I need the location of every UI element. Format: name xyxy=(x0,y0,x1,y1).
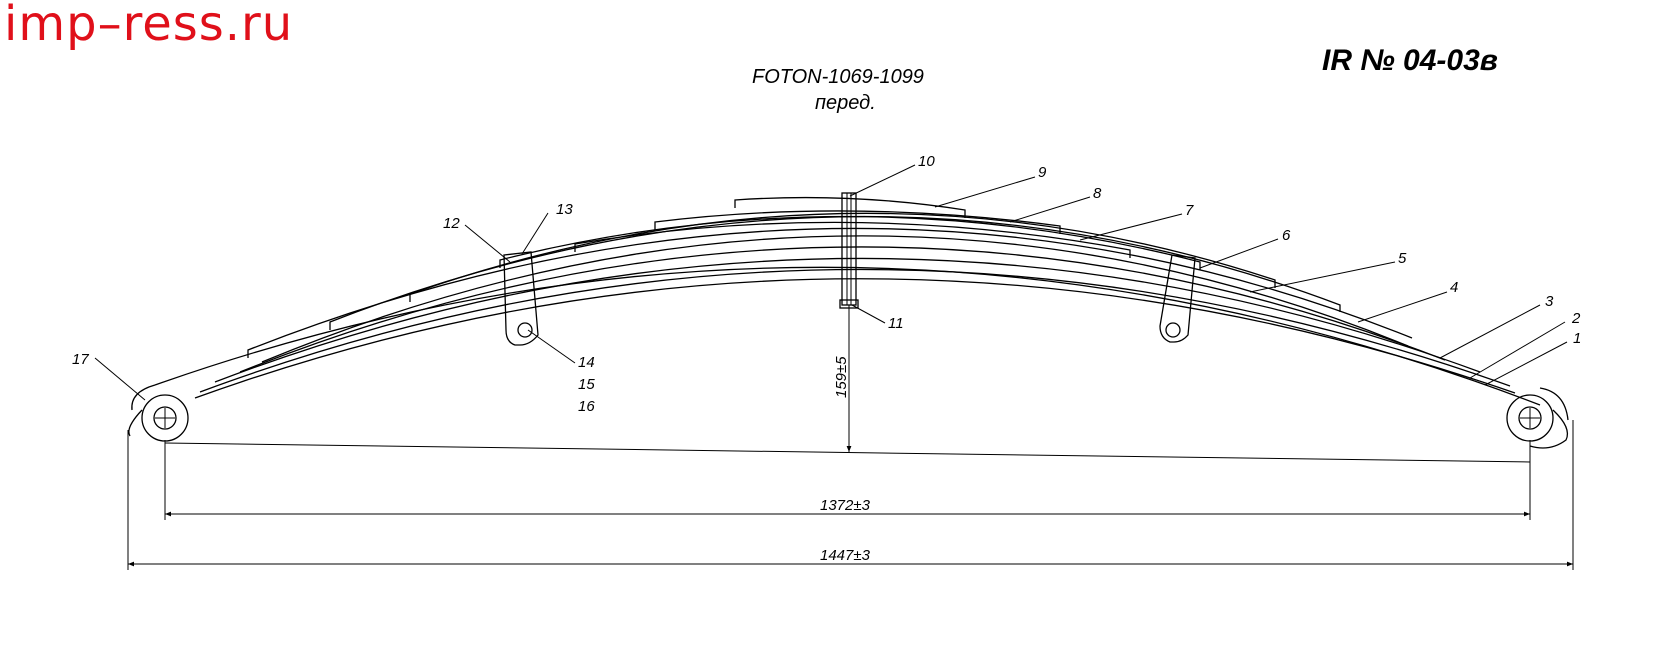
callout-2: 2 xyxy=(1571,310,1581,327)
callout-15: 15 xyxy=(578,376,595,393)
leaf-8 xyxy=(409,212,1276,302)
leader-lines xyxy=(94,164,1568,401)
callout-8: 8 xyxy=(1093,185,1102,202)
callout-5: 5 xyxy=(1398,250,1407,267)
right-eye xyxy=(1506,387,1569,449)
leaf-9 xyxy=(499,215,1201,270)
leaf-10 xyxy=(574,221,1131,258)
leaf-4 xyxy=(239,246,1446,373)
callout-16: 16 xyxy=(578,398,595,415)
callout-12: 12 xyxy=(443,215,460,232)
center-bolt xyxy=(839,192,859,309)
dim-eye-center-span: 1372±3 xyxy=(820,497,871,514)
site-watermark: imp–ress.ru xyxy=(4,0,294,52)
dim-overall-length: 1447±3 xyxy=(820,547,871,564)
callout-17: 17 xyxy=(72,351,89,368)
callout-9: 9 xyxy=(1038,164,1047,181)
callout-13: 13 xyxy=(556,201,573,218)
callout-14: 14 xyxy=(578,354,595,371)
leaf-1-bottom xyxy=(194,278,1516,399)
leaf-3 xyxy=(214,257,1481,383)
callout-11: 11 xyxy=(888,315,904,332)
callout-10: 10 xyxy=(918,153,935,170)
right-clip xyxy=(1159,254,1196,343)
drawing-number: IR № 04-03в xyxy=(1322,44,1498,77)
callout-6: 6 xyxy=(1282,227,1291,244)
leaf-7 xyxy=(329,215,1341,330)
callout-4: 4 xyxy=(1450,279,1458,296)
dim-arc-height: 159±5 xyxy=(833,356,850,398)
left-clip xyxy=(503,251,539,346)
leaf-2-top xyxy=(199,268,1511,393)
callout-7: 7 xyxy=(1185,202,1194,219)
short-leaves xyxy=(247,196,1413,358)
callout-3: 3 xyxy=(1545,293,1554,310)
position-subtitle: перед. xyxy=(815,92,876,114)
leaf-6 xyxy=(247,227,1413,358)
leaf-12 xyxy=(734,196,966,218)
dimension-lines xyxy=(127,305,1574,570)
leaf-11 xyxy=(654,210,1061,234)
model-title: FOTON-1069-1099 xyxy=(752,66,924,88)
callout-1: 1 xyxy=(1573,330,1581,347)
